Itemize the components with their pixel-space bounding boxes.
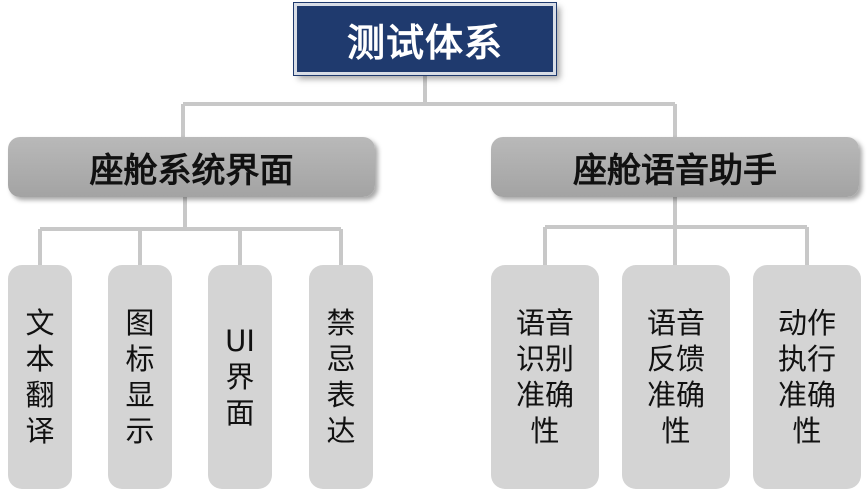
leaf-label: 语音反馈准确性 — [646, 306, 705, 448]
leaf-label: UI界面 — [225, 324, 255, 430]
branch-label: 座舱语音助手 — [573, 150, 777, 191]
leaf-node: 动作执行准确性 — [753, 265, 861, 489]
leaf-label: 图标显示 — [125, 306, 155, 448]
branch-node-cockpit-ui: 座舱系统界面 — [8, 137, 375, 197]
leaf-node: 文本翻译 — [8, 265, 72, 489]
branch-label: 座舱系统界面 — [89, 150, 294, 191]
leaf-node: 语音反馈准确性 — [622, 265, 730, 489]
root-label: 测试体系 — [346, 20, 503, 65]
leaf-label: 文本翻译 — [25, 306, 55, 448]
leaf-node: 语音识别准确性 — [491, 265, 599, 489]
leaf-label: 禁忌表达 — [326, 306, 356, 448]
leaf-node: 禁忌表达 — [309, 265, 373, 489]
branch-node-voice-assistant: 座舱语音助手 — [491, 137, 859, 197]
leaf-label: 语音识别准确性 — [515, 306, 574, 448]
leaf-label: 动作执行准确性 — [777, 306, 836, 448]
root-node: 测试体系 — [293, 2, 557, 76]
leaf-node: UI界面 — [208, 265, 272, 489]
leaf-node: 图标显示 — [108, 265, 172, 489]
